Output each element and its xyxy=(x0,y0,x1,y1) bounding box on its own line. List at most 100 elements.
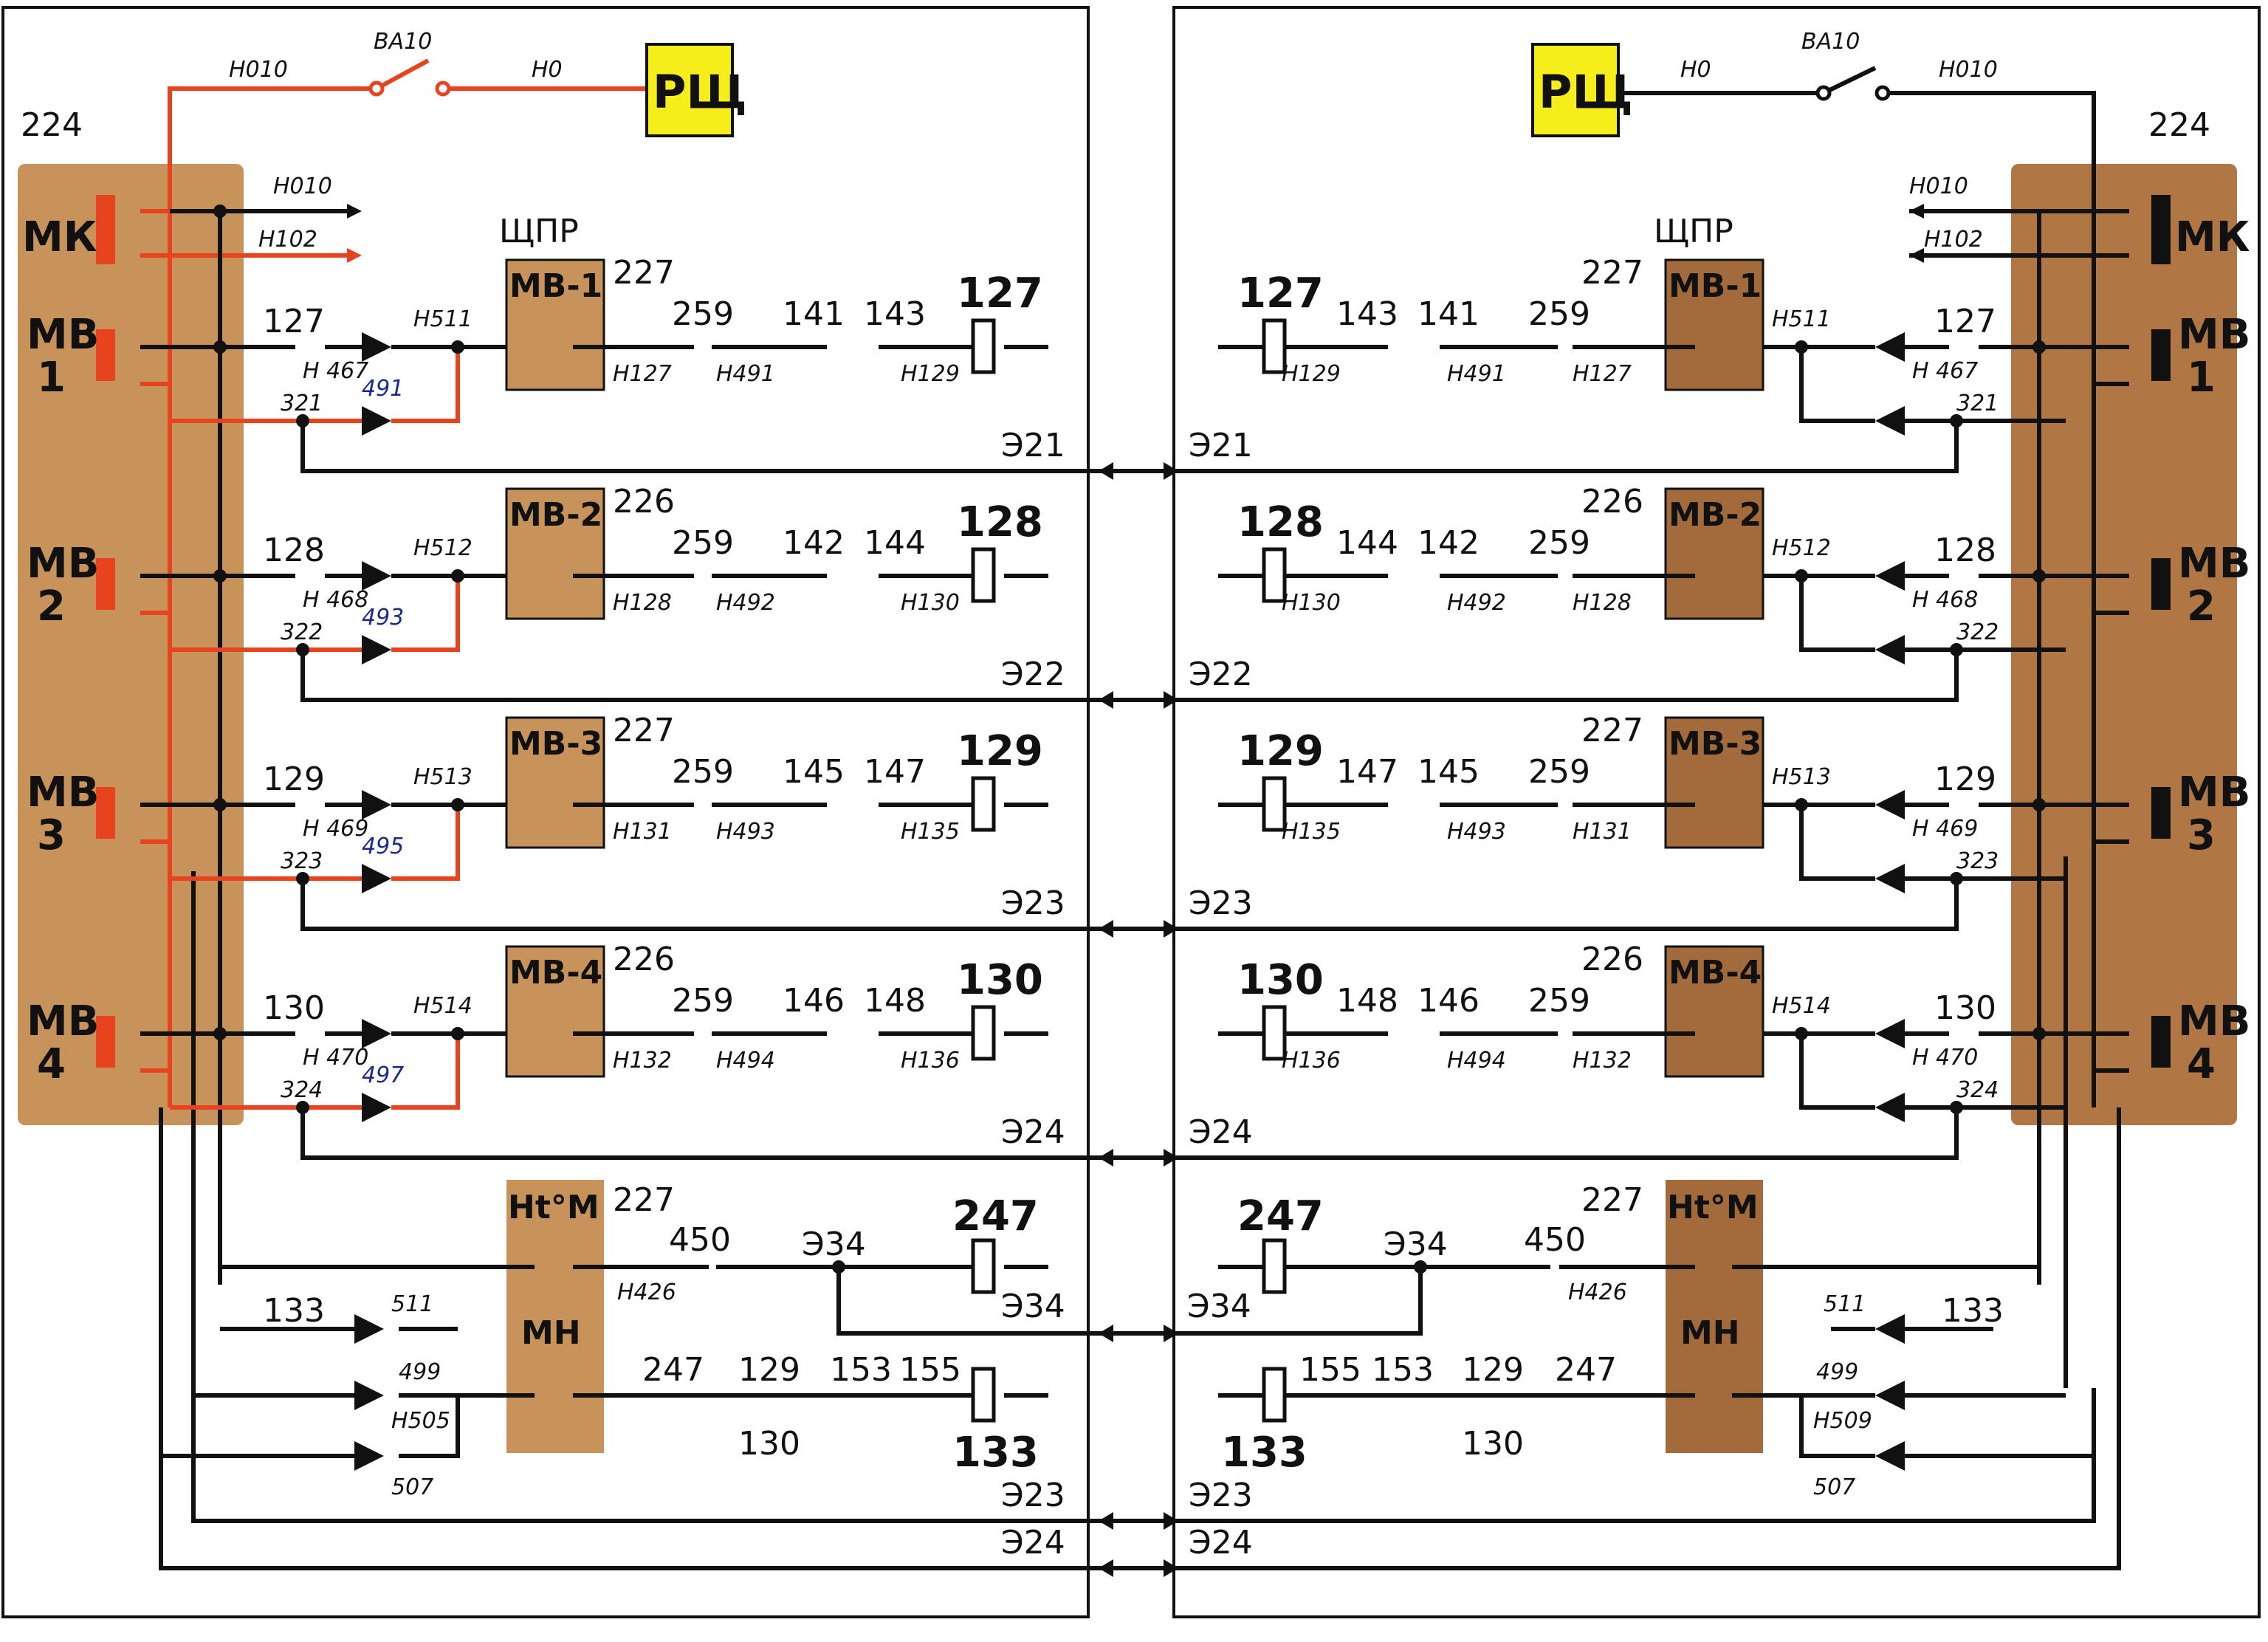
left-mb-button xyxy=(96,558,115,610)
right-sheet-frame xyxy=(1172,6,2261,1618)
left-hb: Н132 xyxy=(613,1048,672,1074)
right-w2: 147 xyxy=(1336,753,1398,791)
crossover-arrow-right xyxy=(1164,1559,1178,1577)
left-c1: 130 xyxy=(263,989,325,1027)
crossover-arrow-left xyxy=(1099,1149,1113,1167)
right-w1: 146 xyxy=(1418,982,1480,1020)
right-w2: 144 xyxy=(1336,524,1398,562)
left-mb-button xyxy=(96,787,115,839)
left-rel-num: 226 xyxy=(613,941,675,978)
left-hb: Н131 xyxy=(613,819,672,845)
left-d-up: 493 xyxy=(362,605,404,631)
left-mn-box-label: МН xyxy=(521,1314,581,1352)
right-junction xyxy=(1795,569,1808,583)
left-h5: Н514 xyxy=(413,993,472,1019)
right-h426: Н426 xyxy=(1568,1279,1627,1305)
right-junction xyxy=(2032,1027,2046,1040)
right-mb-box-label: МВ-4 xyxy=(1669,954,1762,992)
left-diode-up xyxy=(362,1019,391,1048)
left-d499: 499 xyxy=(399,1359,441,1385)
left-coil-133: 133 xyxy=(952,1429,1039,1477)
left-panel-label: 224 xyxy=(21,106,83,144)
right-w2: 148 xyxy=(1336,982,1398,1020)
left-junction xyxy=(451,1027,464,1040)
left-mb-box xyxy=(505,258,605,391)
right-mk-label: МК xyxy=(2175,213,2250,261)
right-w129: 129 xyxy=(1462,1351,1524,1389)
left-mb-number: 4 xyxy=(37,1040,66,1088)
left-mb-number: 3 xyxy=(37,811,66,859)
left-mb-box-label: МВ-2 xyxy=(509,496,602,534)
right-h-small: Н 470 xyxy=(1912,1045,1978,1071)
left-d-low: 324 xyxy=(281,1077,323,1103)
right-htm-rel: 227 xyxy=(1581,1181,1643,1219)
right-e-label: Э24 xyxy=(1189,1113,1253,1151)
left-hc: Н494 xyxy=(716,1048,775,1074)
right-e-label: Э21 xyxy=(1189,427,1253,464)
right-breaker-va10 xyxy=(1822,66,1877,95)
right-hc: Н491 xyxy=(1447,361,1506,387)
right-row-wire-2 xyxy=(1799,1034,2129,1110)
left-w259: 259 xyxy=(672,753,734,791)
left-mb-box-label: МВ-4 xyxy=(509,954,602,992)
right-diode-up xyxy=(1875,561,1905,591)
left-junction xyxy=(451,798,464,811)
left-h-small: Н 470 xyxy=(303,1045,368,1071)
left-c1: 127 xyxy=(263,303,325,340)
right-c133: 133 xyxy=(1942,1292,2004,1330)
left-out-h102: Н102 xyxy=(258,227,317,253)
right-w130: 130 xyxy=(1462,1425,1524,1463)
right-diode-up xyxy=(1875,332,1905,362)
left-row-red-wire xyxy=(140,576,460,652)
left-coil xyxy=(971,776,996,832)
left-hd: Н136 xyxy=(901,1048,960,1074)
left-coil xyxy=(971,547,996,603)
left-h-small: Н 469 xyxy=(303,816,368,842)
left-junction xyxy=(213,1027,227,1040)
crossover-arrow-left xyxy=(1099,1325,1113,1342)
left-shpr-label: ЩПР xyxy=(499,213,579,250)
left-e23: Э23 xyxy=(1001,1477,1065,1514)
left-mb-label: МВ xyxy=(27,769,99,817)
right-hc: Н493 xyxy=(1447,819,1506,845)
left-d511: 511 xyxy=(391,1291,433,1317)
left-e24: Э24 xyxy=(1001,1524,1065,1562)
left-wire-h010: Н010 xyxy=(229,57,288,83)
left-rel-num: 227 xyxy=(613,712,675,749)
left-mb-label: МВ xyxy=(27,311,99,359)
right-out-h102: Н102 xyxy=(1924,227,1983,253)
left-coil-num: 128 xyxy=(957,498,1043,546)
right-mb-box-label: МВ-3 xyxy=(1669,725,1762,763)
right-rsh-box xyxy=(1531,43,1620,137)
crossover-arrow-right xyxy=(1164,1149,1178,1167)
left-h5: Н511 xyxy=(413,306,472,332)
left-coil-247: 247 xyxy=(952,1192,1039,1240)
right-w1: 141 xyxy=(1418,295,1480,333)
left-h-small: Н 467 xyxy=(303,358,368,384)
right-diode-up xyxy=(1875,1019,1905,1048)
right-w259: 259 xyxy=(1528,524,1590,562)
crossover-arrow-right xyxy=(1164,1325,1178,1342)
right-mb-box-label: МВ-2 xyxy=(1669,496,1762,534)
right-e24: Э24 xyxy=(1189,1524,1253,1562)
right-mb-label: МВ xyxy=(2178,997,2250,1045)
right-breaker-label: ВА10 xyxy=(1801,29,1860,55)
left-d-up: 495 xyxy=(362,834,404,859)
right-d-low: 322 xyxy=(1956,619,1999,645)
left-coil-num: 127 xyxy=(957,269,1043,317)
right-h5: Н514 xyxy=(1772,993,1831,1019)
right-diode-low xyxy=(1875,406,1905,436)
left-coil-num: 130 xyxy=(957,956,1043,1004)
left-htm-box-label: Нt°М xyxy=(508,1189,599,1226)
right-h-small: Н 467 xyxy=(1912,358,1978,384)
right-mb-box xyxy=(1664,487,1764,620)
crossover-arrow-right xyxy=(1164,462,1178,480)
left-e-label: Э22 xyxy=(1001,656,1065,693)
left-mb-box xyxy=(505,945,605,1078)
left-wire-h0: Н0 xyxy=(532,57,563,83)
right-e23: Э23 xyxy=(1189,1477,1253,1514)
right-hd: Н136 xyxy=(1282,1048,1341,1074)
right-mb-box-label: МВ-1 xyxy=(1669,267,1762,305)
right-d-low: 323 xyxy=(1956,848,1999,874)
right-junction xyxy=(1795,1027,1808,1040)
